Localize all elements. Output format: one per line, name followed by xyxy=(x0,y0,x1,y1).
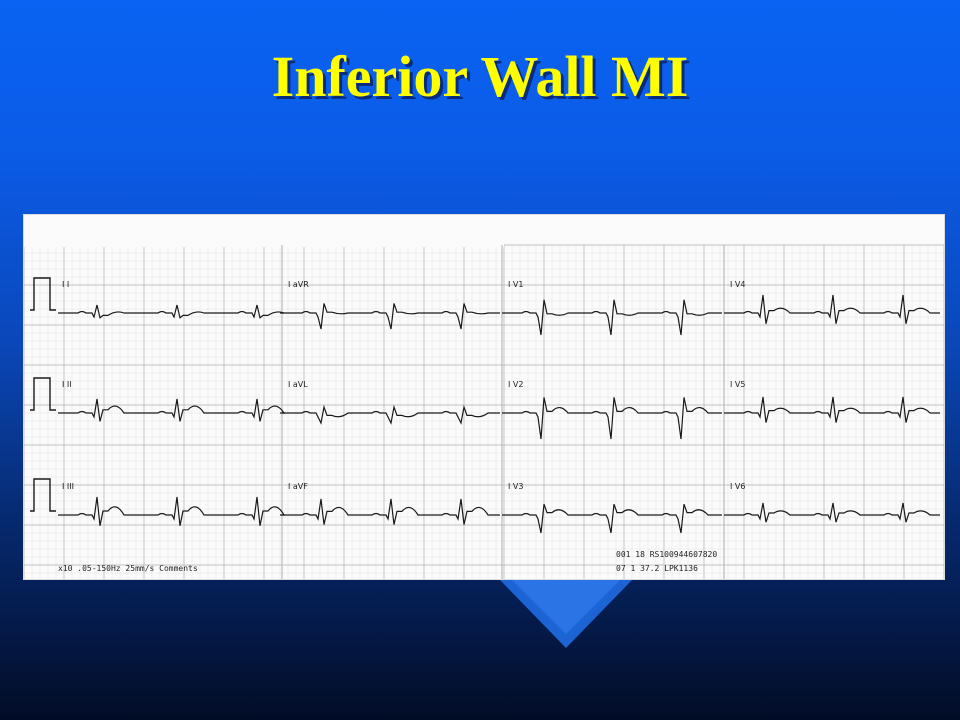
ecg-trace-v3 xyxy=(502,503,722,534)
ecg-strip: I I I aVR I V1 I V4 I II I aVL I V2 I V5 I III I … xyxy=(24,215,944,579)
ecg-trace-v1 xyxy=(502,299,722,336)
lead-label-v3: I V3 xyxy=(508,482,523,491)
ecg-trace-v4 xyxy=(724,294,940,324)
ecg-trace-v6 xyxy=(724,502,940,523)
lead-label-iii: I III xyxy=(62,482,74,491)
lead-label-ii: I II xyxy=(62,380,72,389)
ecg-trace-ii xyxy=(58,398,286,422)
lead-labels: I I I aVR I V1 I V4 I II I aVL I V2 I V5 I III I … xyxy=(62,280,745,491)
ecg-tracing: I I I aVR I V1 I V4 I II I aVL I V2 I V5 I III I … xyxy=(24,215,944,579)
ecg-trace-avr xyxy=(282,303,500,330)
lead-label-i: I I xyxy=(62,280,69,289)
lead-label-v5: I V5 xyxy=(730,380,745,389)
ecg-trace-v2 xyxy=(502,397,722,440)
ecg-footer-right-line1: 001 18 RS100944607820 xyxy=(616,550,717,559)
lead-label-avr: I aVR xyxy=(288,280,309,289)
ecg-trace-v5 xyxy=(724,396,940,423)
calibration-pulses xyxy=(30,277,56,512)
lead-label-v4: I V4 xyxy=(730,280,745,289)
lead-label-avl: I aVL xyxy=(288,380,308,389)
ecg-footer-left: x10 .05-150Hz 25mm/s Comments xyxy=(58,564,198,573)
lead-label-v2: I V2 xyxy=(508,380,523,389)
lead-label-v1: I V1 xyxy=(508,280,523,289)
slide-title: Inferior Wall MI xyxy=(271,44,689,109)
ecg-trace-iii xyxy=(58,496,286,526)
ecg-grid xyxy=(24,215,944,579)
ecg-trace-i xyxy=(58,304,285,319)
ecg-trace-avl xyxy=(282,404,500,425)
lead-label-v6: I V6 xyxy=(730,482,745,491)
ecg-footer-right-line2: 07 1 37.2 LPK1136 xyxy=(616,564,698,573)
ecg-trace-avf xyxy=(282,498,500,525)
ecg-traces xyxy=(58,294,940,534)
lead-label-avf: I aVF xyxy=(288,482,308,491)
chevron-down-icon-inner xyxy=(512,580,620,634)
